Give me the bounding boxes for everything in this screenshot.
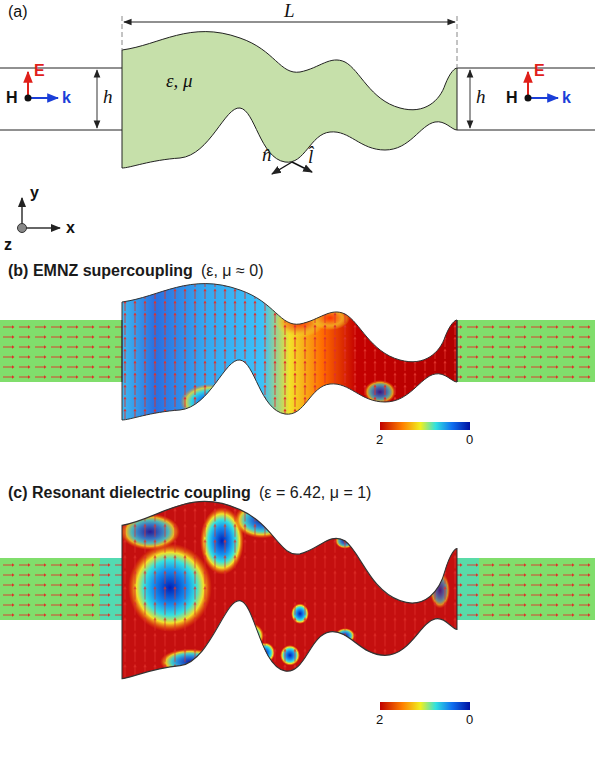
dimension-label: h	[476, 86, 486, 108]
field-label: k	[62, 89, 71, 107]
colorbar	[380, 422, 470, 430]
field-label: H	[506, 89, 518, 107]
waveguide	[0, 558, 122, 620]
axis-label: x	[66, 219, 75, 237]
colorbar-label: 0	[466, 433, 473, 448]
panel-condition: (ε, μ ≈ 0)	[201, 262, 263, 280]
colorbar	[380, 702, 470, 710]
vector-label: l̂	[308, 146, 313, 168]
schematic-panel	[0, 16, 595, 233]
panel-condition: (ε = 6.42, μ = 1)	[259, 484, 371, 502]
colorbar-label: 2	[376, 433, 383, 448]
panel-title: (c) Resonant dielectric coupling	[8, 484, 251, 502]
vector-label: n̂	[262, 144, 272, 166]
axis-label: z	[4, 236, 12, 254]
colorbar-label: 0	[466, 713, 473, 728]
field-label: k	[562, 89, 571, 107]
panel-title: (b) EMNZ supercoupling	[8, 262, 193, 280]
dimension-label: h	[103, 86, 113, 108]
field-map-dielectric	[120, 473, 457, 694]
dimension-label: L	[284, 0, 295, 22]
material-label: ε, μ	[166, 70, 193, 92]
field-label: E	[534, 62, 545, 80]
axis-label: y	[30, 184, 39, 202]
waveguide	[457, 558, 595, 620]
field-label: H	[6, 89, 18, 107]
field-map-emnz	[0, 262, 595, 432]
field-label: E	[34, 62, 45, 80]
colorbar-label: 2	[376, 713, 383, 728]
panel-label: (a)	[8, 3, 28, 21]
